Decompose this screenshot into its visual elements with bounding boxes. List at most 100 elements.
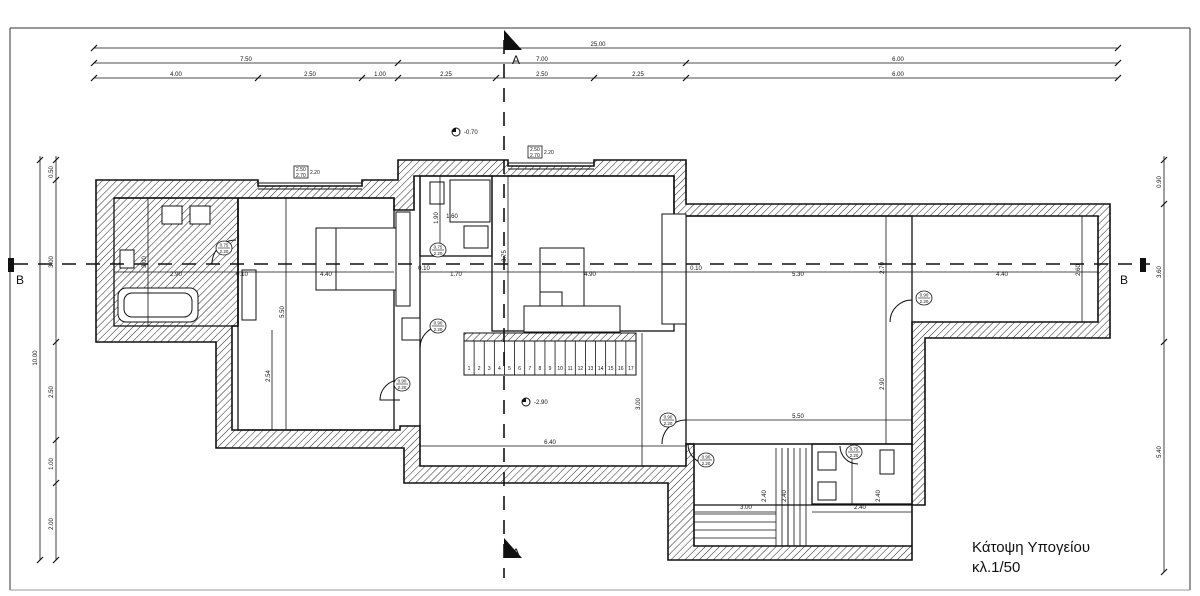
level-mark-2: -2.90: [534, 400, 548, 406]
dim-stair-h: 3.00: [636, 398, 642, 410]
dim-lower-e: 2.40: [854, 505, 866, 511]
stair-step-number: 10: [557, 366, 563, 372]
dimension-tick: [90, 74, 98, 82]
section-label-a-top: A: [512, 53, 520, 67]
dim-left-4: 2.50: [49, 386, 55, 398]
window-tag-1-s: 2.20: [310, 170, 320, 176]
dim-left-2: 3.00: [49, 256, 55, 268]
dimension-tick: [52, 176, 60, 184]
dim-wall-a: 0.10: [236, 272, 248, 278]
dim-stair-w: 6.40: [544, 440, 556, 446]
door-tag-width: 0.75: [220, 243, 229, 248]
dimension-tick: [394, 74, 402, 82]
dimension-tick: [492, 74, 500, 82]
dimension-tick: [52, 338, 60, 346]
dim-room2-h: 3.75: [502, 250, 508, 262]
dim-row3-6: 2.25: [632, 72, 644, 78]
dim-left-3: 10.00: [33, 350, 39, 366]
door-tags: 0.752.200.752.200.902.200.902.200.902.20…: [215, 240, 933, 468]
dim-bed-w: 4.40: [320, 272, 332, 278]
stair-step-number: 17: [628, 366, 634, 372]
dimension-tick: [52, 479, 60, 487]
dimension-tick: [1160, 200, 1168, 208]
dim-big-w: 5.30: [792, 272, 804, 278]
stair-step-number: 6: [518, 366, 521, 372]
dim-hall-w: 1.70: [450, 272, 462, 278]
left-dimension-lines: [39, 156, 57, 560]
section-lines: [14, 40, 1150, 578]
dim-bath2-h: 1.90: [434, 212, 440, 224]
stair-step-number: 3: [488, 366, 491, 372]
dim-lower-b: 2.40: [762, 490, 768, 502]
stair-step-number: 11: [568, 366, 573, 372]
toilet: [119, 249, 135, 269]
dimension-tick: [90, 59, 98, 67]
dimension-tick: [52, 436, 60, 444]
right-dimension-ticks: [1160, 156, 1168, 576]
stair-step-number: 13: [588, 366, 594, 372]
dim-big-h: 2.70: [880, 262, 886, 274]
door-tag-width: 0.75: [434, 245, 443, 250]
dim-big-h2: 2.60: [1076, 264, 1082, 276]
stair-step-number: 1: [468, 366, 471, 372]
furniture: [117, 179, 895, 501]
window-tag-1-w: 2.50: [296, 167, 306, 173]
dimension-tick: [1114, 44, 1122, 52]
level-mark-1: -0.70: [464, 130, 478, 136]
window-tag-2-w: 2.50: [530, 147, 540, 153]
dim-row3-3: 1.00: [374, 72, 386, 78]
door-tag-height: 2.20: [920, 299, 929, 304]
dim-bath2-w: 1.60: [446, 214, 458, 220]
dimension-tick: [394, 59, 402, 67]
dimension-tick: [36, 156, 44, 164]
level-markers: -0.70 -2.90: [451, 127, 548, 407]
walls: [95, 159, 1111, 561]
dimension-tick: [1114, 59, 1122, 67]
dim-row3-5: 2.50: [536, 72, 548, 78]
dim-bed-h: 5.50: [280, 306, 286, 318]
stair-step-number: 16: [618, 366, 624, 372]
top-dimension-lines: [94, 47, 1118, 79]
section-label-b-right: B: [1120, 273, 1128, 287]
dim-closet-h: 2.54: [266, 370, 272, 382]
dim-lower-w: 5.50: [792, 414, 804, 420]
door-tag-height: 2.20: [398, 385, 407, 390]
dim-right-3: 5.40: [1157, 446, 1163, 458]
door-tag-width: 0.75: [850, 447, 859, 452]
stair-step-number: 15: [608, 366, 614, 372]
dimension-tick: [36, 556, 44, 564]
dim-row3-4: 2.25: [440, 72, 452, 78]
dim-left-6: 2.00: [49, 518, 55, 530]
left-dimension-ticks: [36, 156, 60, 564]
dimension-tick: [682, 59, 690, 67]
section-label-b-left: B: [16, 273, 24, 287]
stair-step-number: 4: [498, 366, 501, 372]
door-tag-width: 0.90: [398, 379, 407, 384]
dim-row3-2: 2.50: [304, 72, 316, 78]
dimension-tick: [682, 74, 690, 82]
dim-overall: 25.00: [590, 42, 606, 48]
door-tag-height: 2.20: [434, 327, 443, 332]
dim-left-5: 1.00: [49, 458, 55, 470]
window-tags: 2.50 2.70 2.20 2.50 2.70 2.20: [293, 145, 554, 179]
window-tag-2-h: 2.70: [530, 153, 540, 159]
dimension-tick: [1160, 156, 1168, 164]
door-tag-width: 0.90: [434, 321, 443, 326]
section-label-a-bottom: A: [512, 546, 520, 560]
drawing-title: Κάτοψη Υπογείου: [972, 539, 1091, 556]
drawing-scale: κλ.1/50: [972, 559, 1021, 576]
window-tag-2-s: 2.20: [544, 150, 554, 156]
dim-row3-7: 6.00: [892, 72, 904, 78]
door-tag-height: 2.20: [220, 249, 229, 254]
door-tag-height: 2.20: [702, 461, 711, 466]
dim-room2-w: 4.90: [584, 272, 596, 278]
door-tag-width: 0.90: [702, 455, 711, 460]
sink: [189, 205, 211, 225]
dim-right-2: 3.60: [1157, 266, 1163, 278]
windows: [258, 162, 594, 190]
stair-step-number: 8: [538, 366, 541, 372]
sink: [161, 205, 183, 225]
dimension-tick: [90, 44, 98, 52]
stair-step-number: 7: [528, 366, 531, 372]
